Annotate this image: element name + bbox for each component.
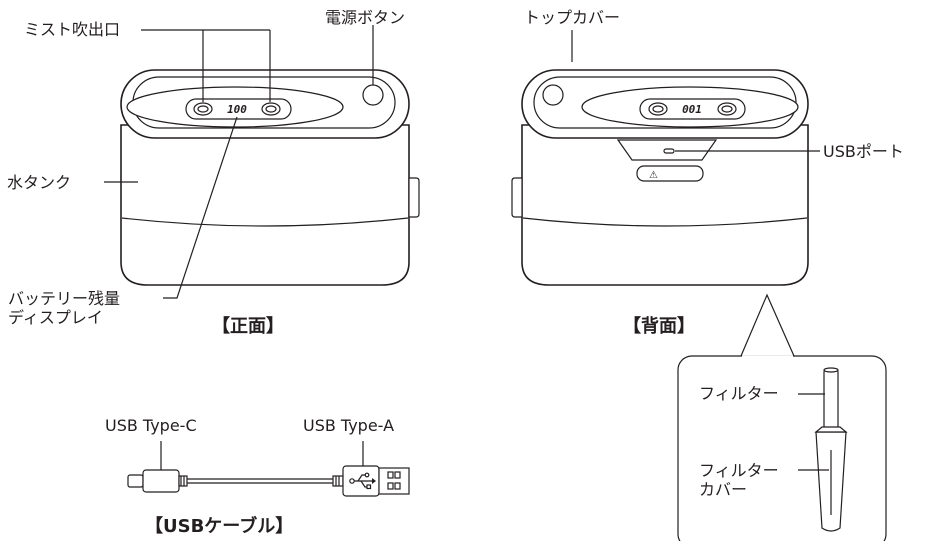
usb-symbol-icon	[349, 472, 376, 490]
filter-cover-icon	[814, 426, 848, 532]
label-battery-display-line2: ディスプレイ	[8, 308, 103, 327]
caption-back: 【背面】	[623, 316, 695, 337]
label-mist-outlet: ミスト吹出口	[24, 20, 121, 39]
label-battery-display-line1: バッテリー残量	[8, 289, 121, 308]
usb-cable	[127, 441, 410, 497]
label-filter: フィルター	[699, 384, 779, 403]
label-filter-cover-line1: フィルター	[699, 461, 779, 480]
power-button-icon	[362, 84, 384, 106]
label-top-cover: トップカバー	[524, 8, 621, 27]
back-mist-outlet-left-icon	[648, 102, 668, 116]
front-humidifier: 100	[120, 69, 420, 286]
filter-callout	[677, 293, 887, 541]
mist-outlet-left-icon	[193, 102, 213, 116]
back-mist-outlet-right-icon	[717, 102, 737, 116]
label-usb-type-c: USB Type-C	[105, 416, 197, 435]
back-humidifier: ⚠ 001	[511, 69, 809, 286]
back-power-button-icon	[542, 84, 564, 106]
back-display: 001	[682, 103, 702, 116]
usb-port-icon	[663, 148, 675, 154]
label-filter-cover-line2: カバー	[699, 480, 748, 499]
back-leader-lines	[571, 30, 820, 152]
label-usb-port: USBポート	[823, 142, 904, 161]
label-water-tank: 水タンク	[7, 173, 72, 192]
usb-type-a-connector-icon	[332, 465, 410, 497]
label-usb-type-a: USB Type-A	[303, 416, 395, 435]
front-leader-lines	[104, 25, 374, 299]
label-power-button: 電源ボタン	[325, 8, 406, 27]
filter-icon	[823, 367, 839, 429]
caption-front: 【正面】	[212, 316, 284, 337]
caption-usb-cable: 【USBケーブル】	[145, 516, 294, 537]
front-battery-display: 100	[227, 103, 247, 116]
mist-outlet-right-icon	[261, 102, 281, 116]
warning-icon: ⚠	[649, 170, 658, 181]
usb-type-c-connector-icon	[127, 469, 188, 493]
